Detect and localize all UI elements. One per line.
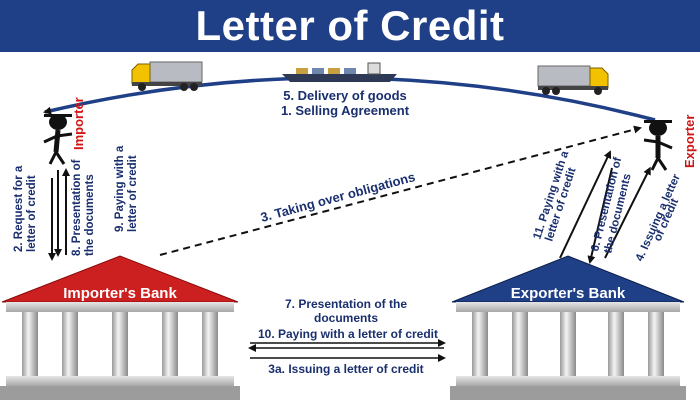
step-paying-line1: 9. Paying with a: [114, 145, 126, 232]
step-taking-over-label: 3. Taking over obligations: [259, 169, 417, 225]
truck-icon-right: [537, 65, 609, 95]
exporter-figure-icon: [643, 120, 673, 171]
ship-icon: [282, 62, 397, 82]
title-banner: Letter of Credit: [0, 0, 700, 52]
exporter-bank-label: Exporter's Bank: [511, 285, 626, 302]
step-presentation-line1: 8. Presentation of: [71, 159, 83, 256]
step-request-line2: letter of credit: [26, 175, 38, 252]
step-selling-label: 1. Selling Agreement: [281, 103, 410, 118]
importer-figure-icon: [43, 114, 73, 165]
step-paying-line2: letter of credit: [127, 155, 139, 232]
step-request-line1: 2. Request for a: [13, 165, 25, 252]
exp-paying-arrow: [559, 150, 612, 259]
exp-issuing-arrow: [604, 166, 651, 259]
step-bank-paying-label: 10. Paying with a letter of credit: [258, 327, 438, 341]
truck-icon-left: [131, 61, 203, 91]
step-bank-presentation-line1: 7. Presentation of the: [285, 297, 407, 311]
step-bank-presentation-line2: documents: [314, 311, 378, 325]
importer-bank-label: Importer's Bank: [63, 285, 177, 302]
step-bank-issuing-label: 3a. Issuing a letter of credit: [268, 362, 423, 376]
importer-bank-building: [0, 255, 240, 400]
step-presentation-line2: the documents: [84, 174, 96, 256]
taking-over-arrow: [159, 125, 642, 256]
exporter-bank-building: [450, 255, 686, 400]
exp-presentation-arrow: [587, 167, 613, 264]
exporter-label: Exporter: [682, 115, 697, 168]
importer-label: Importer: [71, 97, 86, 150]
step-delivery-label: 5. Delivery of goods: [283, 88, 407, 103]
diagram-title: Letter of Credit: [195, 2, 505, 49]
